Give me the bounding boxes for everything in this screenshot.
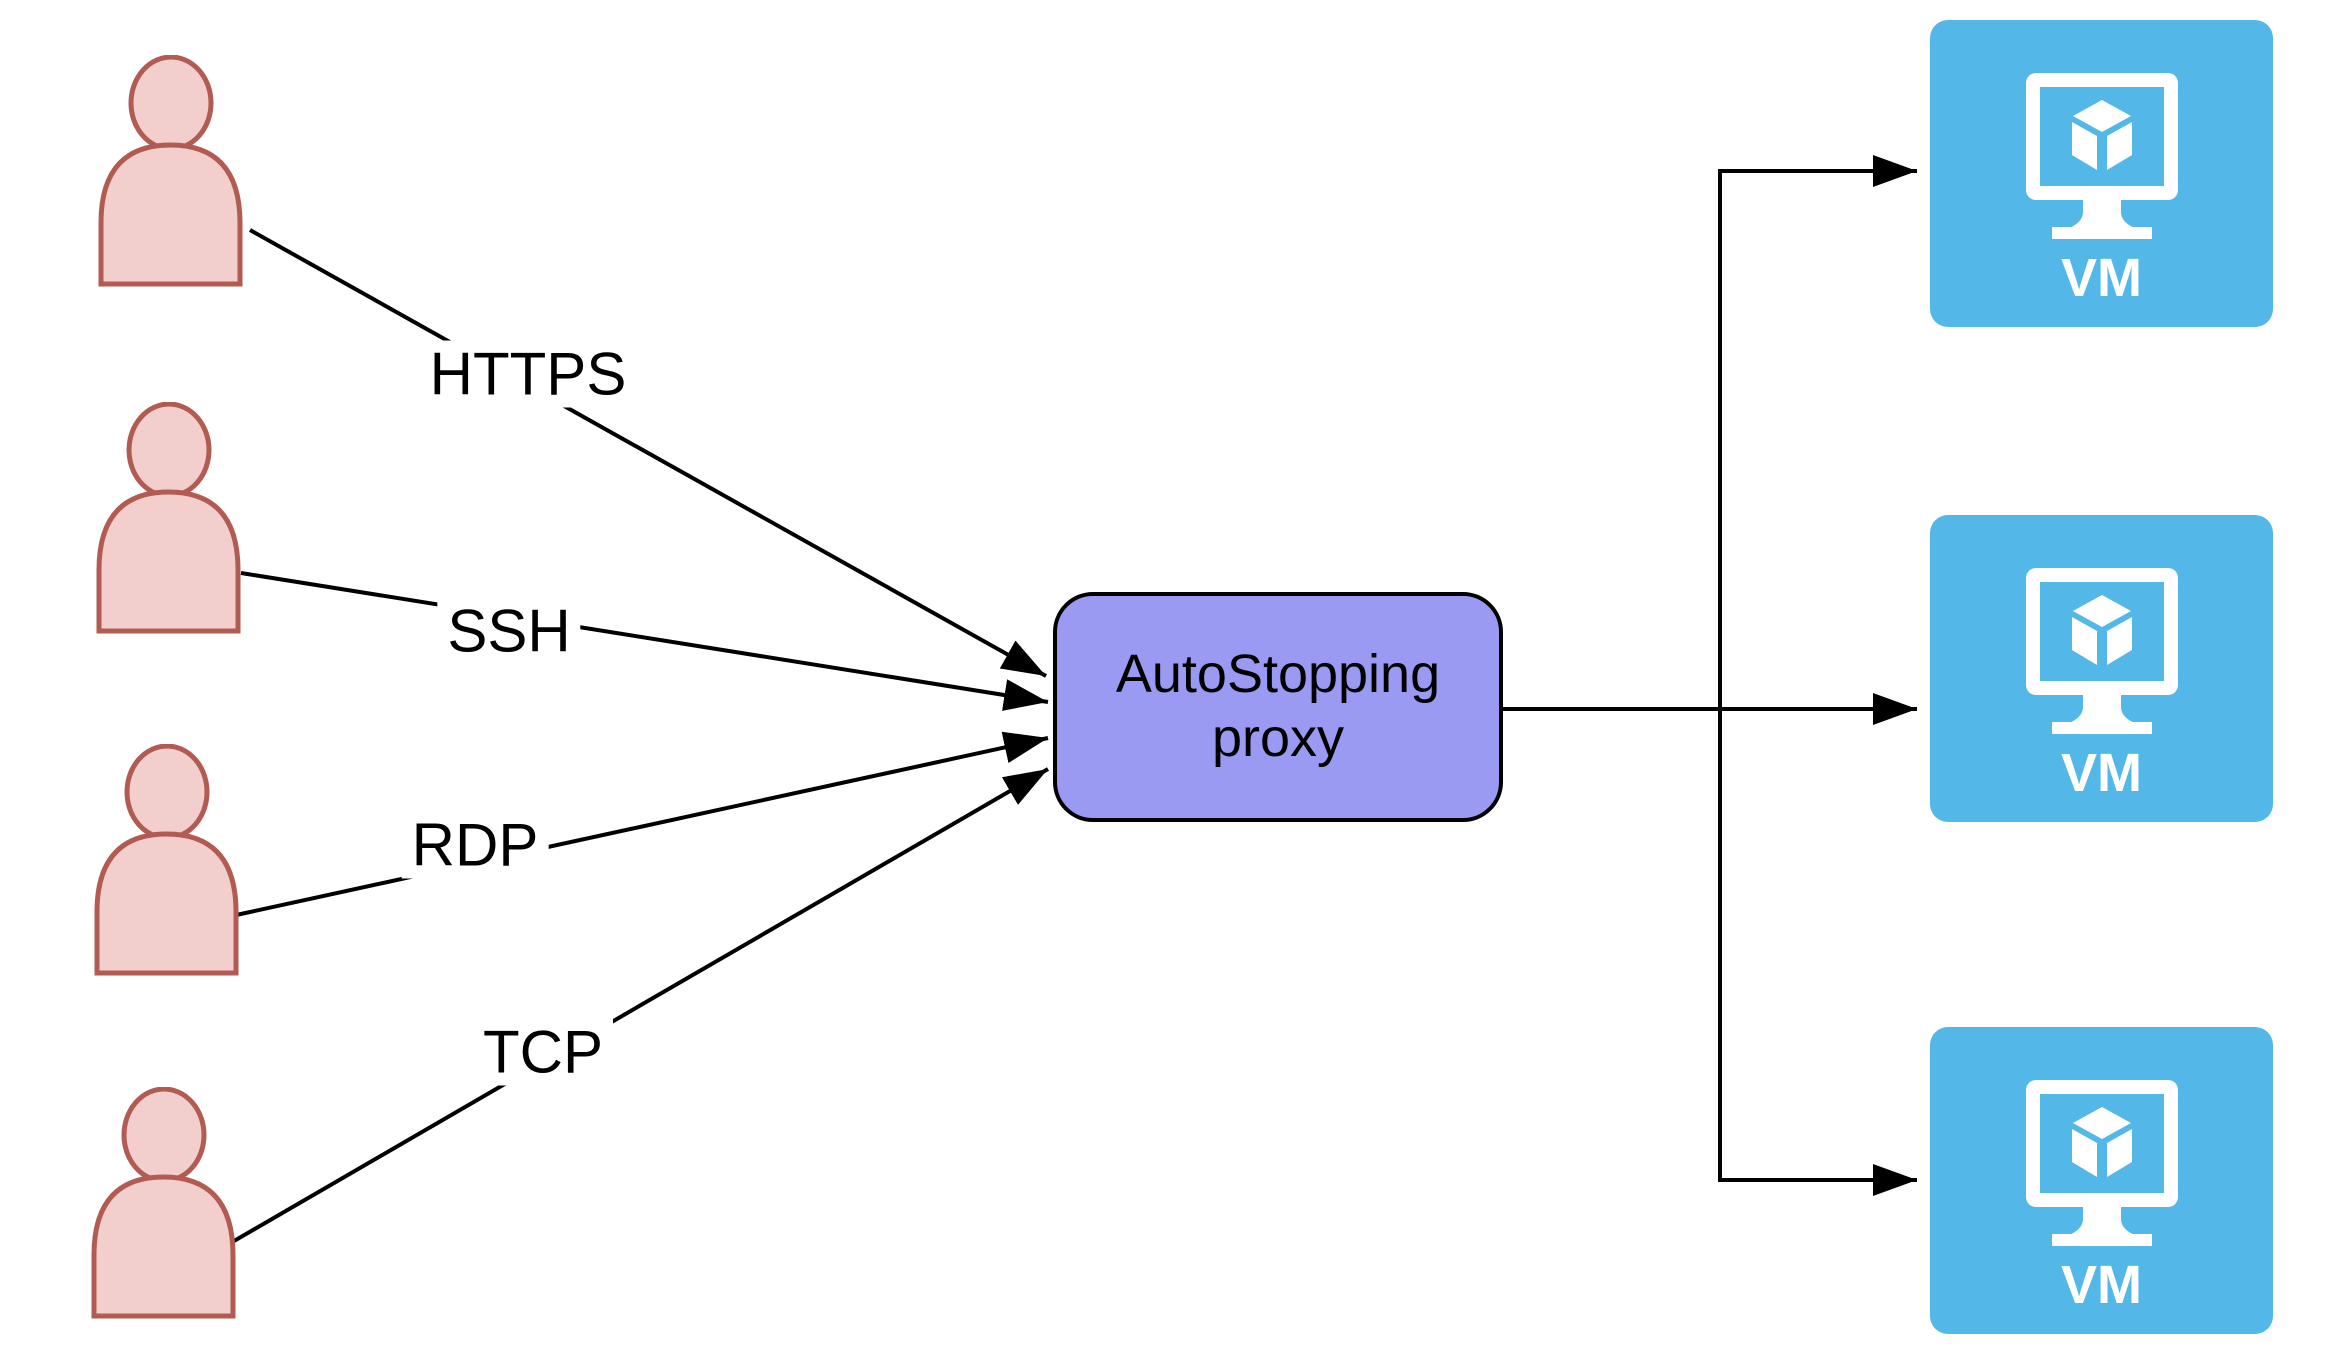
user-icon [98,55,243,287]
connector-branch-to-vm1 [1718,155,1917,709]
vm-label: VM [2061,248,2142,308]
user-icon [91,1087,236,1319]
vm-monitor-cube-icon [2026,568,2178,734]
connector-tcp [201,767,1050,1261]
vm-monitor-cube-icon [2026,1080,2178,1246]
vm-node: VM [1930,1027,2273,1334]
protocol-label-https: HTTPS [419,340,637,408]
proxy-label-line1: AutoStopping [1115,644,1441,705]
vm-node: VM [1930,515,2273,822]
user-head [126,402,212,499]
protocol-label-ssh: SSH [437,597,581,665]
protocol-label-rdp: RDP [401,811,549,879]
vm-label: VM [2061,743,2142,803]
user-body [98,142,243,287]
proxy-label-line2: proxy [1211,708,1345,768]
user-body [91,1174,236,1319]
autostopping-proxy-node: AutoStopping proxy [1053,592,1503,822]
vm-monitor-cube-icon [2026,73,2178,239]
user-icon [94,744,239,976]
connector-ssh [240,571,1049,711]
connector-branch-to-vm3 [1718,709,1917,1196]
user-head [124,744,210,841]
vm-node: VM [1930,20,2273,327]
vm-label: VM [2061,1255,2142,1315]
proxy-label: AutoStopping proxy [1116,643,1440,770]
user-body [96,489,241,634]
user-body [94,831,239,976]
connector-rdp [226,731,1049,919]
user-head [121,1087,207,1184]
connector-https [249,228,1047,678]
user-icon [96,402,241,634]
protocol-label-tcp: TCP [473,1018,613,1086]
user-head [128,55,214,152]
